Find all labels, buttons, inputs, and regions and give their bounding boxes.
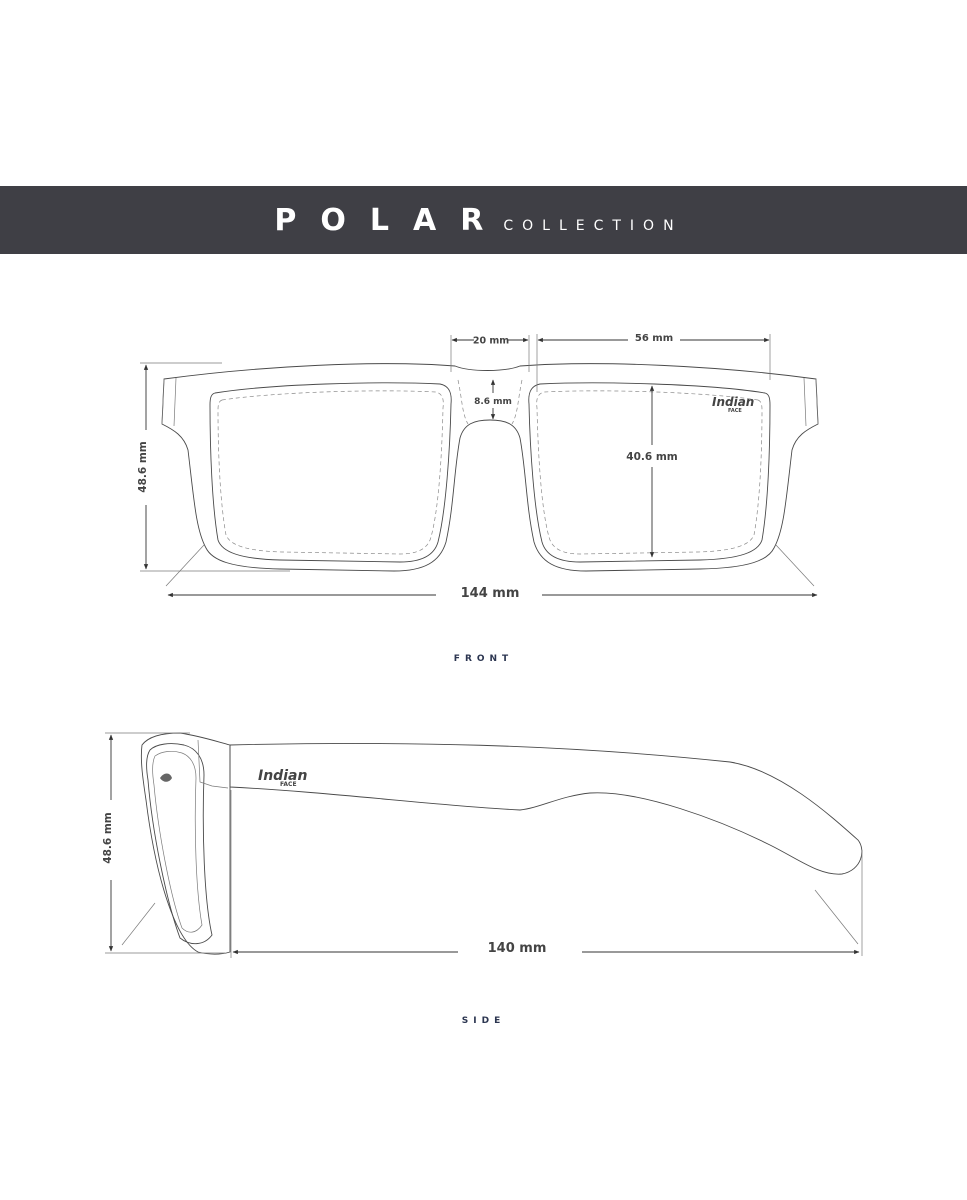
- front-hinge-right: [803, 377, 819, 427]
- front-frame-outline: [161, 363, 819, 572]
- dim-bridge-width-label: 20 mm: [473, 336, 509, 347]
- front-hinge-left: [161, 377, 177, 427]
- dim-total-ext-right: [775, 544, 815, 587]
- front-caption: FRONT: [453, 654, 514, 664]
- dim-frame-height-label: 48.6 mm: [137, 441, 149, 493]
- side-hinge: [197, 739, 229, 789]
- dim-temple-ext-diagonal: [814, 889, 859, 945]
- side-view: Indian FACE 48.6 mm 140 mm: [102, 732, 863, 958]
- front-lens-right: [528, 382, 771, 563]
- dim-side-height-label: 48.6 mm: [102, 812, 114, 864]
- dim-lens-height-label: 40.6 mm: [626, 451, 678, 463]
- side-caption: SIDE: [461, 1016, 506, 1026]
- front-view: Indian FACE 20 mm 56 mm 8.6 mm 40.6 mm 4…: [137, 333, 819, 601]
- side-temple-arm: [229, 742, 863, 875]
- dim-total-width-label: 144 mm: [461, 586, 520, 601]
- dim-bridge-height-label: 8.6 mm: [474, 397, 512, 407]
- logo-text-top: Indian: [712, 395, 754, 409]
- logo-text-bottom: FACE: [728, 408, 742, 414]
- collection-banner: POLAR COLLECTION: [0, 186, 967, 254]
- side-frame-front: [140, 732, 231, 955]
- side-logo-text-top: Indian: [258, 768, 307, 784]
- front-lens-right-inner: [536, 390, 763, 555]
- dim-total-ext-left: [165, 544, 205, 587]
- side-front-logo-icon: [160, 773, 172, 782]
- side-logo-text-bottom: FACE: [280, 781, 297, 788]
- brand-title: POLAR: [274, 202, 508, 238]
- side-temple-logo-icon: Indian FACE: [258, 768, 307, 788]
- dim-lens-width-label: 56 mm: [635, 333, 673, 344]
- side-lens-edge: [146, 743, 213, 945]
- front-bridge-detail: [457, 379, 523, 425]
- logo-icon: Indian FACE: [712, 395, 754, 414]
- dim-temple-length-label: 140 mm: [488, 941, 547, 956]
- front-lens-left-inner: [217, 390, 444, 555]
- collection-subtitle: COLLECTION: [503, 217, 683, 234]
- front-lens-left: [209, 382, 452, 563]
- banner-title: POLAR COLLECTION: [274, 203, 682, 238]
- side-lens-inner: [152, 750, 203, 933]
- dim-side-ext-diagonal: [121, 902, 156, 946]
